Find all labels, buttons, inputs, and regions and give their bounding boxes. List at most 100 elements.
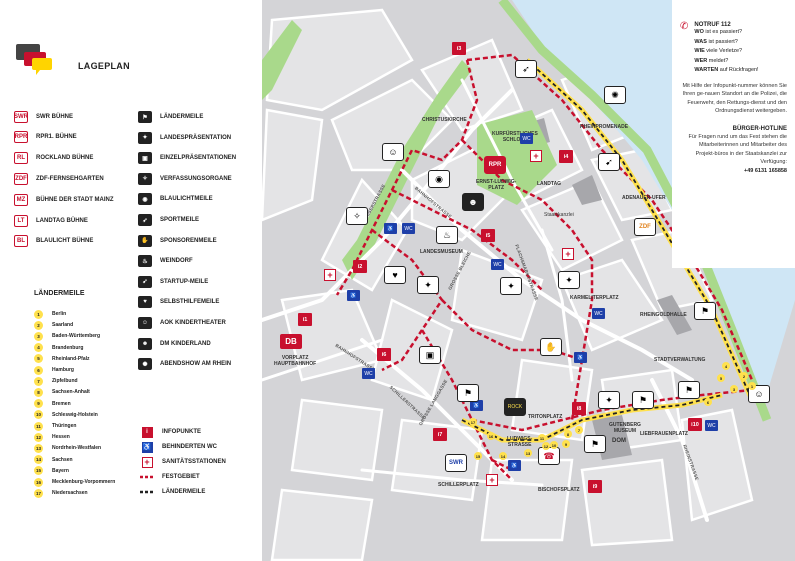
info-point-3[interactable]: i3 xyxy=(452,42,466,55)
laendermeile-number: 7 xyxy=(34,376,43,386)
siren-icon[interactable]: ◉ xyxy=(428,170,450,188)
theme-legend-label: LÄNDERMEILE xyxy=(160,114,204,120)
wc-icon[interactable]: WC xyxy=(491,259,504,270)
laendermeile-marker: 1 xyxy=(748,382,756,390)
wheelchair-wc-icon[interactable]: ♿ xyxy=(508,460,521,471)
theme-legend-label: STARTUP-MEILE xyxy=(160,278,209,285)
stage-legend-label: BÜHNE DER STADT MAINZ xyxy=(36,197,114,203)
child-icon[interactable]: ☻ xyxy=(462,193,484,211)
place-ludwigsstrasse: LUDWIGS- STRASSE xyxy=(507,436,533,448)
stage-legend-label: BLAULICHT BÜHNE xyxy=(36,238,94,244)
notruf-question: WER meldet? xyxy=(694,57,758,67)
info-point-4[interactable]: i4 xyxy=(559,150,573,163)
db-station-icon[interactable]: DB xyxy=(280,334,302,349)
key-label: FESTGEBIET xyxy=(162,474,200,480)
laendermeile-state: Schleswig-Holstein xyxy=(52,411,98,418)
fireworks-icon[interactable]: ✺ xyxy=(604,86,626,104)
laendermeile-number: 12 xyxy=(34,432,43,442)
theme-legend-item: ♥SELBSTHILFEMEILE xyxy=(138,295,219,309)
info-point-10[interactable]: i10 xyxy=(688,418,702,431)
city-map[interactable]: CHRISTUSKIRCHE KURFÜRSTLICHES SCHLOSS RH… xyxy=(262,0,795,561)
handshake-icon[interactable]: ✋ xyxy=(540,338,562,356)
wheelchair-wc-icon[interactable]: ♿ xyxy=(574,352,587,363)
key-festgebiet: FESTGEBIET xyxy=(140,471,200,483)
stage-legend-label: RPR1. BÜHNE xyxy=(36,134,77,140)
wheelchair-wc-icon[interactable]: ♿ xyxy=(384,223,397,234)
first-aid-icon: + xyxy=(140,456,154,468)
laendermeile-state: Thüringen xyxy=(52,423,77,429)
theme-legend-label: DM KINDERLAND xyxy=(160,340,211,347)
eagle-icon[interactable]: ✦ xyxy=(558,271,580,289)
laendermeile-state: Hamburg xyxy=(52,367,74,373)
infopunkt-paragraph: Mit Hilfe der Infopunkt-nummer können Si… xyxy=(682,82,787,115)
tv-icon[interactable]: ▣ xyxy=(419,346,441,364)
flag-icon[interactable]: ⚑ xyxy=(632,391,654,409)
rocket-icon[interactable]: ➹ xyxy=(598,153,620,171)
flag-icon[interactable]: ⚑ xyxy=(584,435,606,453)
place-rheinpromenade: RHEINPROMENADE xyxy=(580,124,629,130)
laendermeile-number: 16 xyxy=(34,477,43,487)
info-point-6[interactable]: i6 xyxy=(377,348,391,361)
first-aid-station[interactable]: + xyxy=(324,269,336,281)
runner-icon[interactable]: ➶ xyxy=(515,60,537,78)
laendermeile-marker: 9 xyxy=(562,440,570,448)
swr-stage-icon[interactable]: SWR xyxy=(445,454,467,472)
handshake-icon: ✋ xyxy=(138,234,152,247)
zdf-stage-icon[interactable]: ZDF xyxy=(634,218,656,236)
info-point-7[interactable]: i7 xyxy=(433,428,447,441)
laendermeile-marker: 12 xyxy=(542,442,550,450)
info-point-5[interactable]: i5 xyxy=(481,229,495,242)
flag-icon[interactable]: ⚑ xyxy=(694,302,716,320)
speech-bubbles-logo xyxy=(16,44,52,75)
wc-icon[interactable]: WC xyxy=(520,133,533,144)
wheelchair-wc-icon[interactable]: ♿ xyxy=(347,290,360,301)
first-aid-station[interactable]: + xyxy=(486,474,498,486)
eagle-icon[interactable]: ✦ xyxy=(417,276,439,294)
place-dom: DOM xyxy=(612,438,626,444)
eagle-icon[interactable]: ✦ xyxy=(598,391,620,409)
first-aid-station[interactable]: + xyxy=(562,248,574,260)
notruf-question-text: meldet? xyxy=(707,57,729,64)
place-ernst-ludwig-platz: ERNST-LUDWIG- PLATZ xyxy=(476,179,517,191)
federal-eagle-icon[interactable]: ✧ xyxy=(346,207,368,225)
page-title: LAGEPLAN xyxy=(78,61,130,71)
info-point-9[interactable]: i9 xyxy=(588,480,602,493)
rpr1-stage-icon[interactable]: RPR xyxy=(484,156,506,174)
info-point-2[interactable]: i2 xyxy=(353,260,367,273)
laendermeile-number: 8 xyxy=(34,387,43,397)
river-bank-park xyxy=(498,0,772,422)
blaulicht-icon: BL xyxy=(14,235,28,247)
laendermeile-marker: 4 xyxy=(722,362,730,370)
info-point-8[interactable]: i8 xyxy=(572,402,586,415)
flag-icon[interactable]: ⚑ xyxy=(678,381,700,399)
heart-hands-icon[interactable]: ♥ xyxy=(384,266,406,284)
notruf-title: NOTRUF 112 xyxy=(694,22,731,28)
eagle-icon[interactable]: ✦ xyxy=(500,277,522,295)
rockland-stage-icon[interactable]: ROCK xyxy=(504,398,526,416)
flag-icon[interactable]: ⚑ xyxy=(457,384,479,402)
first-aid-station[interactable]: + xyxy=(530,150,542,162)
theater-icon[interactable]: ☺ xyxy=(382,143,404,161)
wheelchair-wc-icon[interactable]: ♿ xyxy=(470,400,483,411)
runner-icon: ➶ xyxy=(138,214,152,226)
wc-icon[interactable]: WC xyxy=(362,368,375,379)
notruf-keyword: WAS xyxy=(694,38,707,45)
mainz-stage-icon[interactable]: ☎ xyxy=(538,447,560,465)
wc-icon[interactable]: WC xyxy=(592,308,605,319)
theme-legend-item: ✦LANDESPRÄSENTATION xyxy=(138,131,231,145)
wc-icon[interactable]: WC xyxy=(705,420,718,431)
notruf-keyword: WER xyxy=(694,57,708,64)
emergency-info-box: ✆ NOTRUF 112 WO ist es passiert?WAS ist … xyxy=(672,0,795,268)
landtag-stage-icon[interactable]: ♨ xyxy=(436,226,458,244)
info-point-1[interactable]: i1 xyxy=(298,313,312,326)
hotline-phone[interactable]: +49 6131 165858 xyxy=(744,167,787,174)
laendermeile-state: Nordrhein-Westfalen xyxy=(52,445,102,452)
notruf-questions: WO ist es passiert?WAS ist passiert?WIE … xyxy=(694,28,758,76)
wc-icon[interactable]: WC xyxy=(402,223,415,234)
notruf-keyword: WO xyxy=(694,29,704,35)
